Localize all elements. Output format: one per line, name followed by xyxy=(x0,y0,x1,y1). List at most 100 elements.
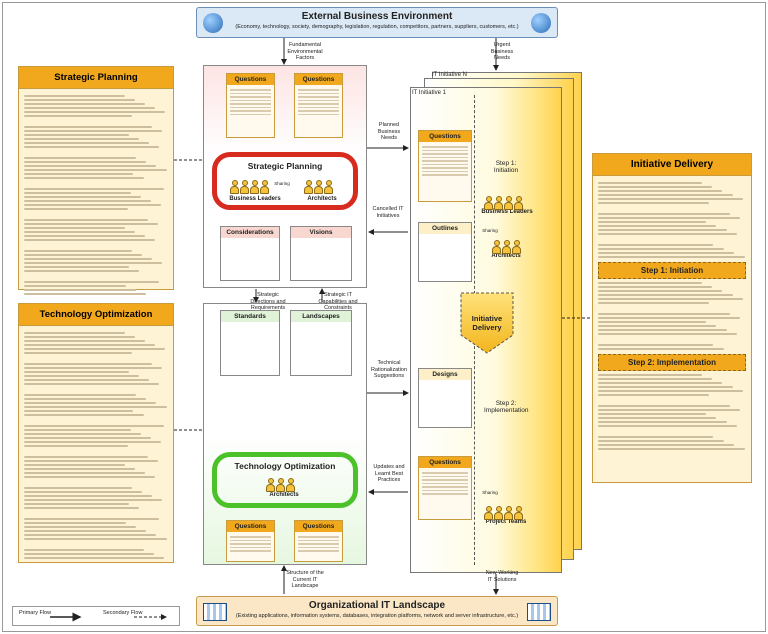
strategic-planning-loop: Strategic Planning xyxy=(212,152,358,210)
text-line xyxy=(24,534,157,536)
strategic-planning-text xyxy=(19,89,173,301)
person-icon xyxy=(514,196,523,210)
text-line xyxy=(24,200,151,202)
text-line xyxy=(24,142,150,144)
initiative-delivery-panel: Initiative Delivery Step 1: Initiation S… xyxy=(592,153,752,483)
text-line xyxy=(598,409,741,411)
text-line xyxy=(24,223,158,225)
text-line xyxy=(24,262,163,264)
text-line xyxy=(24,441,161,443)
text-line xyxy=(24,352,132,354)
considerations-label: Considerations xyxy=(221,227,279,238)
delivery-step1-text xyxy=(598,282,746,350)
text-line xyxy=(598,190,723,192)
sp-business-leaders-label: Business Leaders xyxy=(229,196,281,202)
technology-optimization-panel: Technology Optimization xyxy=(18,303,174,563)
text-line xyxy=(598,182,702,184)
text-line xyxy=(598,252,735,254)
text-line xyxy=(24,526,137,528)
text-line xyxy=(598,390,744,392)
considerations-box: Considerations xyxy=(220,226,280,281)
text-line xyxy=(24,437,151,439)
text-line xyxy=(24,126,153,128)
sp-questions-box-1: Questions xyxy=(226,73,275,138)
visions-box: Visions xyxy=(290,226,352,281)
person-icon xyxy=(304,180,313,194)
text-line xyxy=(598,213,730,215)
text-line xyxy=(24,557,164,559)
person-icon xyxy=(484,506,493,520)
flow-updates-practices: Updates and Learnt Best Practices xyxy=(373,464,405,483)
text-line xyxy=(24,348,166,350)
text-line xyxy=(24,460,158,462)
organizational-landscape-box: Organizational IT Landscape (Existing ap… xyxy=(196,596,558,626)
outlines-label: Outlines xyxy=(419,223,471,234)
text-line xyxy=(598,394,709,396)
text-line xyxy=(598,194,733,196)
text-line xyxy=(598,348,724,350)
text-line xyxy=(24,375,140,377)
landscapes-box: Landscapes xyxy=(290,310,352,376)
text-line xyxy=(24,146,160,148)
text-line xyxy=(24,134,130,136)
landscapes-label: Landscapes xyxy=(291,311,351,322)
text-line xyxy=(598,248,724,250)
text-line xyxy=(24,445,128,447)
to-questions-box-1: Questions xyxy=(226,520,275,562)
init-questions-box-1: Questions xyxy=(418,130,472,202)
network-icon xyxy=(203,603,227,621)
text-line xyxy=(598,317,741,319)
text-line xyxy=(24,340,145,342)
text-line xyxy=(598,286,712,288)
init-sharing-label-2: Sharing xyxy=(482,490,498,495)
text-line xyxy=(24,487,132,489)
person-icon xyxy=(276,478,285,492)
flow-strategic-capabilities: Strategic IT Capabilities and Constraint… xyxy=(318,292,358,311)
technology-optimization-loop: Technology Optimization xyxy=(212,452,358,508)
text-line xyxy=(598,313,730,315)
text-line xyxy=(24,254,143,256)
text-line xyxy=(24,499,163,501)
to-questions-box-2: Questions xyxy=(294,520,343,562)
external-environment-box: External Business Environment (Economy, … xyxy=(196,7,558,38)
text-line xyxy=(598,294,733,296)
sp-questions-box-2: Questions xyxy=(294,73,343,138)
text-line xyxy=(24,235,145,237)
questions-label: Questions xyxy=(295,521,342,532)
initiative-delivery-arrow xyxy=(460,292,514,354)
designs-label: Designs xyxy=(419,369,471,380)
text-line xyxy=(24,522,127,524)
person-icon xyxy=(514,506,523,520)
text-line xyxy=(24,379,150,381)
text-line xyxy=(598,344,714,346)
text-line xyxy=(24,433,141,435)
text-line xyxy=(24,518,160,520)
text-line xyxy=(598,417,717,419)
step2-label: Step 2: Implementation xyxy=(484,400,529,414)
text-line xyxy=(24,402,157,404)
technology-optimization-header: Technology Optimization xyxy=(19,304,173,326)
text-line xyxy=(24,258,153,260)
outlines-box: Outlines xyxy=(418,222,472,282)
person-icon xyxy=(484,196,493,210)
text-line xyxy=(24,165,157,167)
person-icon xyxy=(260,180,269,194)
text-line xyxy=(24,425,164,427)
text-line xyxy=(598,374,702,376)
text-line xyxy=(598,198,744,200)
network-icon xyxy=(527,603,551,621)
person-icon xyxy=(266,478,275,492)
text-line xyxy=(24,266,130,268)
text-line xyxy=(24,157,137,159)
person-icon xyxy=(240,180,249,194)
questions-label: Questions xyxy=(295,74,342,85)
text-line xyxy=(598,436,714,438)
init-questions-box-2: Questions xyxy=(418,456,472,520)
text-line xyxy=(598,229,727,231)
person-icon xyxy=(512,240,521,254)
external-subtitle: (Economy, technology, society, demograph… xyxy=(235,24,519,30)
person-icon xyxy=(502,240,511,254)
delivery-step2-header: Step 2: Implementation xyxy=(598,354,746,371)
visions-label: Visions xyxy=(291,227,351,238)
person-icon xyxy=(324,180,333,194)
